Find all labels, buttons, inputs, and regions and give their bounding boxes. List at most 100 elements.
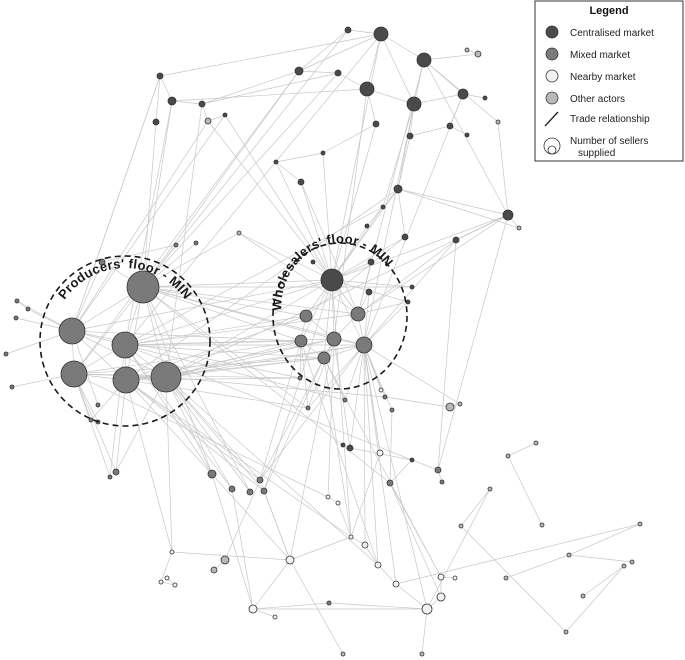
legend: Legend Centralised market Mixed market N… xyxy=(534,0,684,162)
trade-relationship-edge xyxy=(201,70,300,105)
other-actor-node xyxy=(505,453,511,459)
centralised-market-node xyxy=(344,26,352,34)
trade-relationship-edge xyxy=(73,286,144,375)
legend-nearby-label: Nearby market xyxy=(570,72,636,83)
mixed-market-node xyxy=(439,479,445,485)
trade-relationship-edge xyxy=(142,286,309,409)
trade-relationship-edge xyxy=(298,70,339,74)
trade-relationship-edge xyxy=(411,459,439,471)
legend-other-label: Other actors xyxy=(570,94,625,105)
centralised-market-node xyxy=(409,457,415,463)
nearby-market-node xyxy=(361,541,369,549)
nearby-market-node xyxy=(374,561,382,569)
mixed-market-node xyxy=(326,600,332,606)
mixed-market-node xyxy=(112,366,140,394)
trade-relationship-edge xyxy=(437,214,509,471)
mixed-market-node xyxy=(25,306,31,312)
mixed-market-node xyxy=(88,417,94,423)
trade-relationship-edge xyxy=(124,33,382,346)
other-actor-node xyxy=(629,559,635,565)
trade-relationship-edge xyxy=(389,482,442,598)
nearby-market-node xyxy=(376,449,384,457)
centralised-market-node xyxy=(482,95,488,101)
trade-relationship-edge xyxy=(201,72,339,105)
trade-relationship-edge xyxy=(142,121,157,288)
trade-relationship-edge xyxy=(125,188,399,381)
legend-nearby-icon xyxy=(545,69,559,83)
centralised-market-node xyxy=(346,444,354,452)
mixed-market-node xyxy=(342,397,348,403)
trade-relationship-edge xyxy=(71,279,333,332)
mixed-market-node xyxy=(173,242,179,248)
trade-relationship-edge xyxy=(252,602,330,610)
other-actor-node xyxy=(539,522,545,528)
trade-relationship-edge xyxy=(300,340,309,409)
centralised-market-node xyxy=(416,52,432,68)
trade-relationship-edge xyxy=(142,70,300,288)
trade-relationship-edge xyxy=(298,33,382,72)
trade-relationship-edge xyxy=(395,583,428,610)
nearby-market-node xyxy=(169,549,175,555)
trade-relationship-edge xyxy=(423,59,509,216)
centralised-market-node xyxy=(340,442,346,448)
other-actor-node xyxy=(516,225,522,231)
trade-relationship-edge xyxy=(224,114,333,281)
centralised-market-node xyxy=(152,118,160,126)
centralised-market-node xyxy=(198,100,206,108)
trade-relationship-edge xyxy=(426,488,491,610)
trade-relationship-edge xyxy=(124,206,384,346)
trade-relationship-edge xyxy=(109,344,126,478)
centralised-market-node xyxy=(367,258,375,266)
centralised-market-node xyxy=(502,209,514,221)
trade-relationship-edge xyxy=(307,344,365,409)
trade-relationship-edge xyxy=(165,214,509,378)
trade-relationship-edge xyxy=(397,188,509,216)
trade-relationship-edge xyxy=(357,239,457,315)
centralised-market-node xyxy=(401,233,409,241)
nearby-market-node xyxy=(325,494,331,500)
other-actor-node xyxy=(236,230,242,236)
trade-relationship-edge xyxy=(125,379,352,538)
centralised-market-node xyxy=(167,96,177,106)
trade-relationship-edge xyxy=(171,100,203,105)
trade-relationship-edge xyxy=(231,488,254,610)
trade-relationship-edge xyxy=(497,121,509,216)
other-actor-node xyxy=(533,440,539,446)
legend-mixed-icon xyxy=(545,47,559,61)
trade-relationship-edge xyxy=(421,608,428,655)
trade-relationship-edge xyxy=(71,330,301,379)
trade-relationship-edge xyxy=(289,559,344,655)
trade-relationship-edge xyxy=(363,291,370,346)
mixed-market-node xyxy=(256,476,264,484)
centralised-market-node xyxy=(406,96,422,112)
trade-relationship-edge xyxy=(397,188,406,238)
trade-relationship-edge xyxy=(142,100,173,288)
trade-relationship-edge xyxy=(357,214,509,315)
trade-relationship-edge xyxy=(263,357,325,492)
centralised-market-node xyxy=(359,81,375,97)
centralised-market-node xyxy=(320,150,326,156)
trade-relationship-edge xyxy=(159,33,382,77)
trade-relationship-edge xyxy=(252,559,291,610)
centralised-market-node xyxy=(457,88,469,100)
trade-relationship-edge xyxy=(380,33,425,61)
trade-relationship-edge xyxy=(331,236,406,281)
trade-relationship-edge xyxy=(73,340,302,375)
mixed-market-node xyxy=(294,334,308,348)
trade-relationship-edge xyxy=(395,523,641,585)
trade-relationship-edge xyxy=(207,120,333,281)
trade-relationship-edge xyxy=(159,75,173,102)
trade-relationship-edge xyxy=(160,551,173,583)
mixed-market-node xyxy=(317,351,331,365)
other-actor-node xyxy=(503,575,509,581)
other-actor-node xyxy=(458,523,464,529)
trade-relationship-edge xyxy=(357,261,372,315)
centralised-market-node xyxy=(452,236,460,244)
trade-relationship-edge xyxy=(259,344,365,481)
mixed-market-node xyxy=(9,384,15,390)
legend-box xyxy=(534,0,684,162)
trade-relationship-edge xyxy=(142,286,251,493)
trade-relationship-edge xyxy=(460,488,491,527)
trade-relationship-edge xyxy=(71,75,161,332)
centralised-market-node xyxy=(364,223,370,229)
